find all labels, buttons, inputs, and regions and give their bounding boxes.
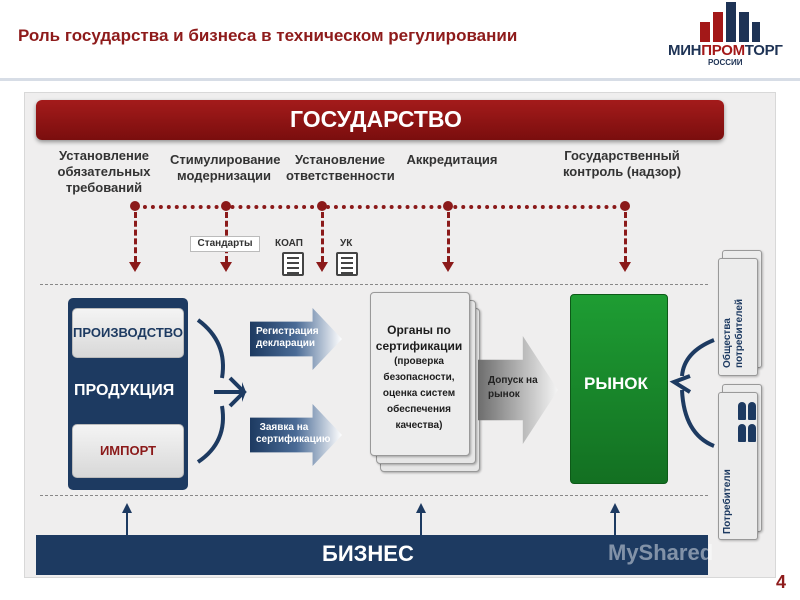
consumer-societies-label: Общества потребителей <box>722 298 745 368</box>
certification-card <box>370 292 470 456</box>
market-label: РЫНОК <box>584 374 648 393</box>
market-access-label: Допуск на рынок <box>488 375 538 400</box>
arrow-down-icon <box>129 262 141 272</box>
arrow-line <box>321 212 324 262</box>
ministry-logo-icon <box>700 2 760 42</box>
connector-dot <box>620 201 630 211</box>
arrow-line <box>447 212 450 262</box>
function-requirements: Установление обязательных требований <box>57 148 151 195</box>
document-icon <box>336 252 358 276</box>
arrow-line <box>126 512 128 536</box>
arrow-up-icon <box>122 503 132 513</box>
connector-dot <box>443 201 453 211</box>
function-responsibility: Установление ответственности <box>286 152 395 183</box>
header-divider <box>0 78 800 81</box>
slide-title: Роль государства и бизнеса в техническом… <box>18 26 518 45</box>
state-connector-line <box>135 205 625 209</box>
arrow-up-icon <box>610 503 620 513</box>
document-icon <box>282 252 304 276</box>
arrow-line <box>614 512 616 536</box>
arrow-line <box>624 212 627 262</box>
arrow-down-icon <box>220 262 232 272</box>
ministry-logo-text: МИНПРОМТОРГ <box>668 42 783 59</box>
arrow-down-icon <box>316 262 328 272</box>
arrow-line <box>420 512 422 536</box>
consumers-label: Потребители <box>722 469 733 534</box>
function-control: Государственный контроль (надзор) <box>562 148 682 179</box>
arrow-up-icon <box>416 503 426 513</box>
separator-bottom <box>40 495 708 496</box>
business-label: БИЗНЕС <box>322 541 414 566</box>
connector-dot <box>130 201 140 211</box>
state-bar <box>36 100 724 140</box>
arrow-down-icon <box>442 262 454 272</box>
state-label: ГОСУДАРСТВО <box>290 106 462 132</box>
function-modernization: Стимулирование модернизации <box>170 152 281 183</box>
product-label: ПРОДУКЦИЯ <box>74 382 175 399</box>
arrow-line <box>134 212 137 262</box>
consumer-to-market-arrows-icon <box>669 338 715 448</box>
production-box: ПРОИЗВОДСТВО <box>72 308 184 358</box>
ministry-logo-country: РОССИИ <box>708 58 743 67</box>
watermark: MyShared <box>608 540 714 565</box>
connector-dot <box>221 201 231 211</box>
import-box: ИМПОРТ <box>72 424 184 478</box>
registration-arrow-label: Регистрация декларации <box>256 326 319 349</box>
connector-dot <box>317 201 327 211</box>
standards-label: Стандарты <box>190 236 260 252</box>
function-accreditation: Аккредитация <box>406 152 498 167</box>
certification-text: Органы по сертификации (проверка безопас… <box>375 323 463 431</box>
consumer-societies-card <box>718 258 758 376</box>
uk-label: УК <box>340 238 353 249</box>
business-bar <box>36 535 708 575</box>
arrow-down-icon <box>619 262 631 272</box>
market-box <box>570 294 668 484</box>
page-number: 4 <box>776 572 787 592</box>
separator-top <box>40 284 708 285</box>
koap-label: КОАП <box>275 238 303 249</box>
merge-arrows-icon <box>196 318 247 464</box>
certification-request-label: Заявка на сертификацию <box>256 422 331 445</box>
